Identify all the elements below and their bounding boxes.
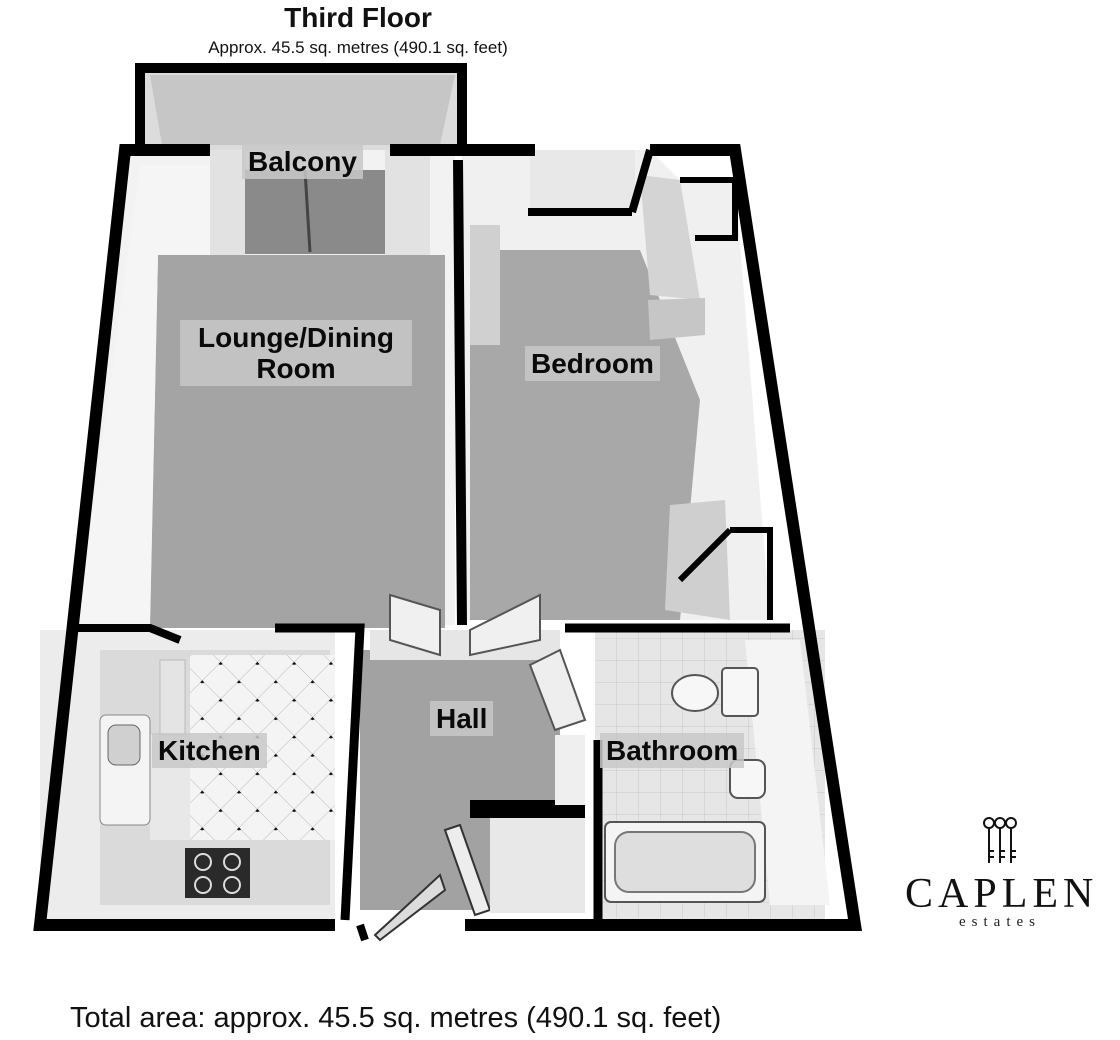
kitchen xyxy=(40,630,335,920)
bathroom xyxy=(595,630,830,920)
room-label-lounge-line1: Lounge/Dining xyxy=(198,322,394,353)
floor-subtitle: Approx. 45.5 sq. metres (490.1 sq. feet) xyxy=(208,38,508,57)
floor-title: Third Floor xyxy=(284,2,432,33)
keys-icon xyxy=(983,817,1017,863)
room-label-lounge-dining: Lounge/Dining Room xyxy=(180,320,412,386)
caplen-logo: CAPLEN estates xyxy=(905,815,1095,931)
total-area: Total area: approx. 45.5 sq. metres (490… xyxy=(70,1002,722,1034)
lounge-dining-room xyxy=(70,150,455,628)
room-label-bathroom: Bathroom xyxy=(600,733,745,768)
room-label-balcony: Balcony xyxy=(242,144,363,179)
room-label-kitchen: Kitchen xyxy=(152,733,267,768)
room-label-lounge-line2: Room xyxy=(256,353,336,384)
balcony xyxy=(135,63,467,152)
bedroom xyxy=(462,148,773,620)
hall xyxy=(360,593,587,942)
room-label-bedroom: Bedroom xyxy=(525,346,660,381)
logo-subtitle: estates xyxy=(959,914,1041,930)
walls xyxy=(33,144,863,942)
logo-wordmark: CAPLEN xyxy=(905,871,1099,917)
room-label-hall: Hall xyxy=(430,701,494,736)
